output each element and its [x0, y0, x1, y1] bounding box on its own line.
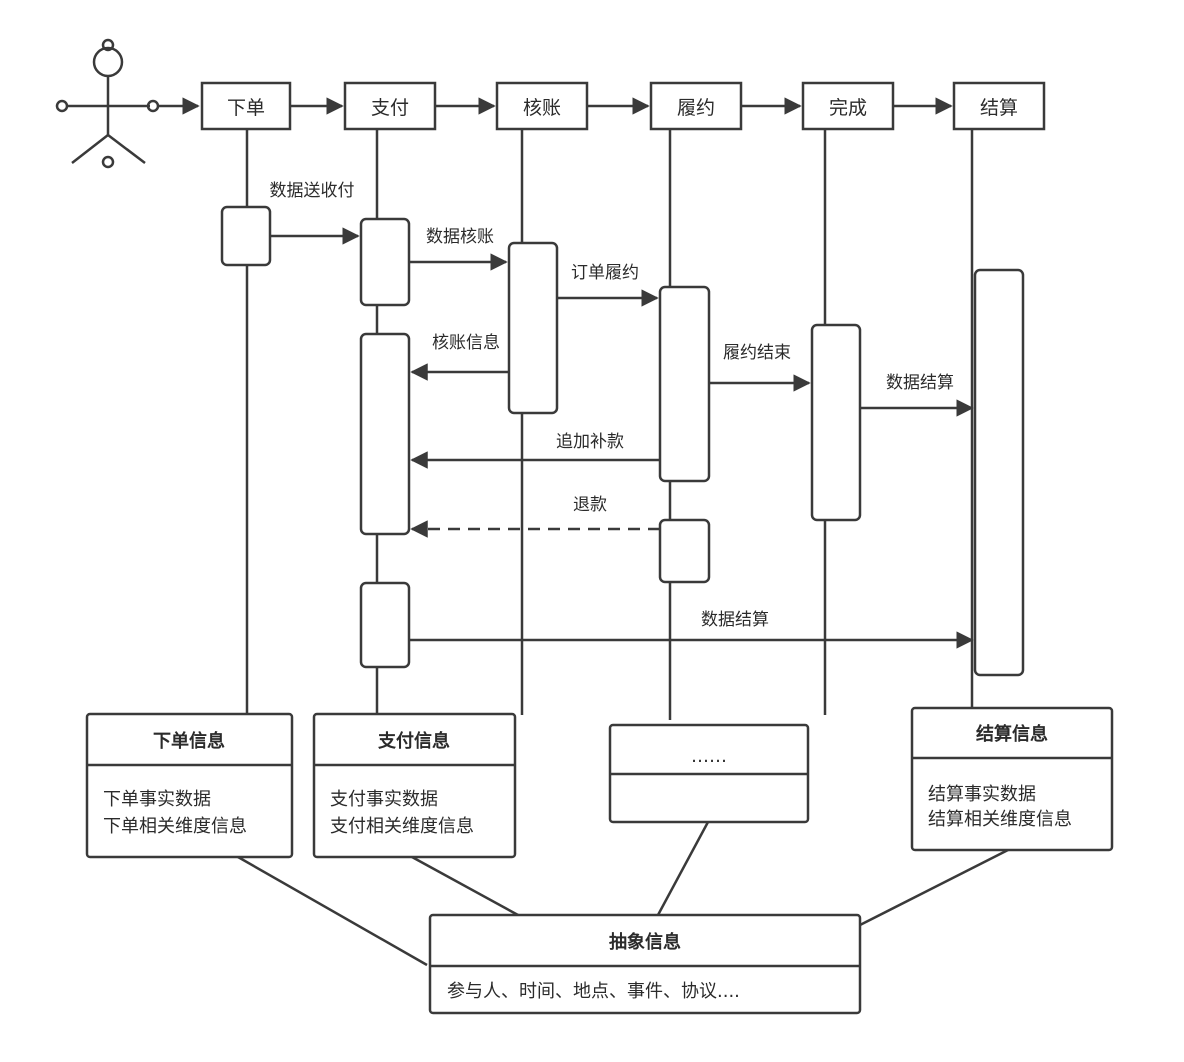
msg-label-settle-2: 数据结算	[701, 610, 769, 630]
lane-header-fulfil: 履约	[649, 81, 743, 131]
entity-order-title: 下单信息	[153, 730, 225, 752]
entity-pay-line-1: 支付事实数据	[330, 789, 438, 810]
activation-reconcile	[507, 241, 559, 415]
activation-pay-3	[359, 581, 411, 669]
entity-settle-line-2: 结算相关维度信息	[928, 809, 1072, 830]
entity-order: 下单信息 下单事实数据 下单相关维度信息	[85, 712, 294, 859]
activation-order	[220, 205, 272, 267]
lane-header-settle: 结算	[952, 81, 1046, 131]
activation-fulfil-2	[658, 518, 711, 584]
entity-settle-title: 结算信息	[976, 723, 1048, 745]
activation-settle	[973, 268, 1025, 677]
svg-text:下单: 下单	[227, 97, 265, 119]
entity-abstract-line-1: 参与人、时间、地点、事件、协议....	[447, 981, 740, 1002]
activation-boxes	[220, 205, 1025, 677]
msg-label-send-payment: 数据送收付	[270, 181, 355, 201]
msg-label-reconcile: 数据核账	[426, 227, 494, 247]
lane-header-order: 下单	[200, 81, 292, 131]
actor-icon	[55, 38, 160, 169]
activation-pay-1	[359, 217, 411, 307]
msg-label-refund: 退款	[573, 495, 607, 515]
svg-text:支付: 支付	[371, 97, 409, 119]
svg-text:结算: 结算	[980, 97, 1018, 119]
entity-pay-title: 支付信息	[377, 730, 450, 752]
svg-text:履约: 履约	[677, 97, 715, 119]
entity-order-line-1: 下单事实数据	[103, 789, 211, 810]
msg-label-fulfil-end: 履约结束	[723, 343, 791, 363]
entity-abstract: 抽象信息 参与人、时间、地点、事件、协议....	[428, 913, 862, 1015]
lane-header-reconcile: 核账	[495, 81, 589, 131]
svg-text:完成: 完成	[829, 97, 867, 119]
entity-order-line-2: 下单相关维度信息	[103, 816, 247, 837]
msg-label-reconcile-info: 核账信息	[432, 333, 500, 353]
entity-abstract-title: 抽象信息	[609, 931, 681, 953]
activation-pay-2	[359, 332, 411, 536]
msg-label-settle-1: 数据结算	[886, 373, 954, 393]
lane-header-complete: 完成	[801, 81, 895, 131]
messages: 数据送收付 数据核账 订单履约 核账信息 履约结束 数据结算 追加补款 退款 数…	[270, 181, 974, 649]
entity-fulfil-title: ……	[691, 746, 727, 767]
activation-fulfil-1	[658, 285, 711, 483]
entity-fulfil: ……	[608, 723, 810, 824]
msg-label-supplement: 追加补款	[556, 432, 624, 452]
entity-pay-line-2: 支付相关维度信息	[330, 816, 474, 837]
svg-text:核账: 核账	[523, 97, 561, 119]
entity-pay: 支付信息 支付事实数据 支付相关维度信息	[312, 712, 517, 859]
entity-connectors	[237, 821, 1009, 967]
entity-settle-line-1: 结算事实数据	[928, 784, 1036, 805]
activation-complete	[810, 323, 862, 522]
msg-label-fulfil: 订单履约	[571, 263, 639, 283]
lifelines	[245, 130, 974, 720]
lane-headers: 下单 支付 核账 履约 完成 结算	[200, 81, 1046, 131]
entity-settle: 结算信息 结算事实数据 结算相关维度信息	[910, 706, 1114, 852]
lane-header-payment: 支付	[343, 81, 437, 131]
